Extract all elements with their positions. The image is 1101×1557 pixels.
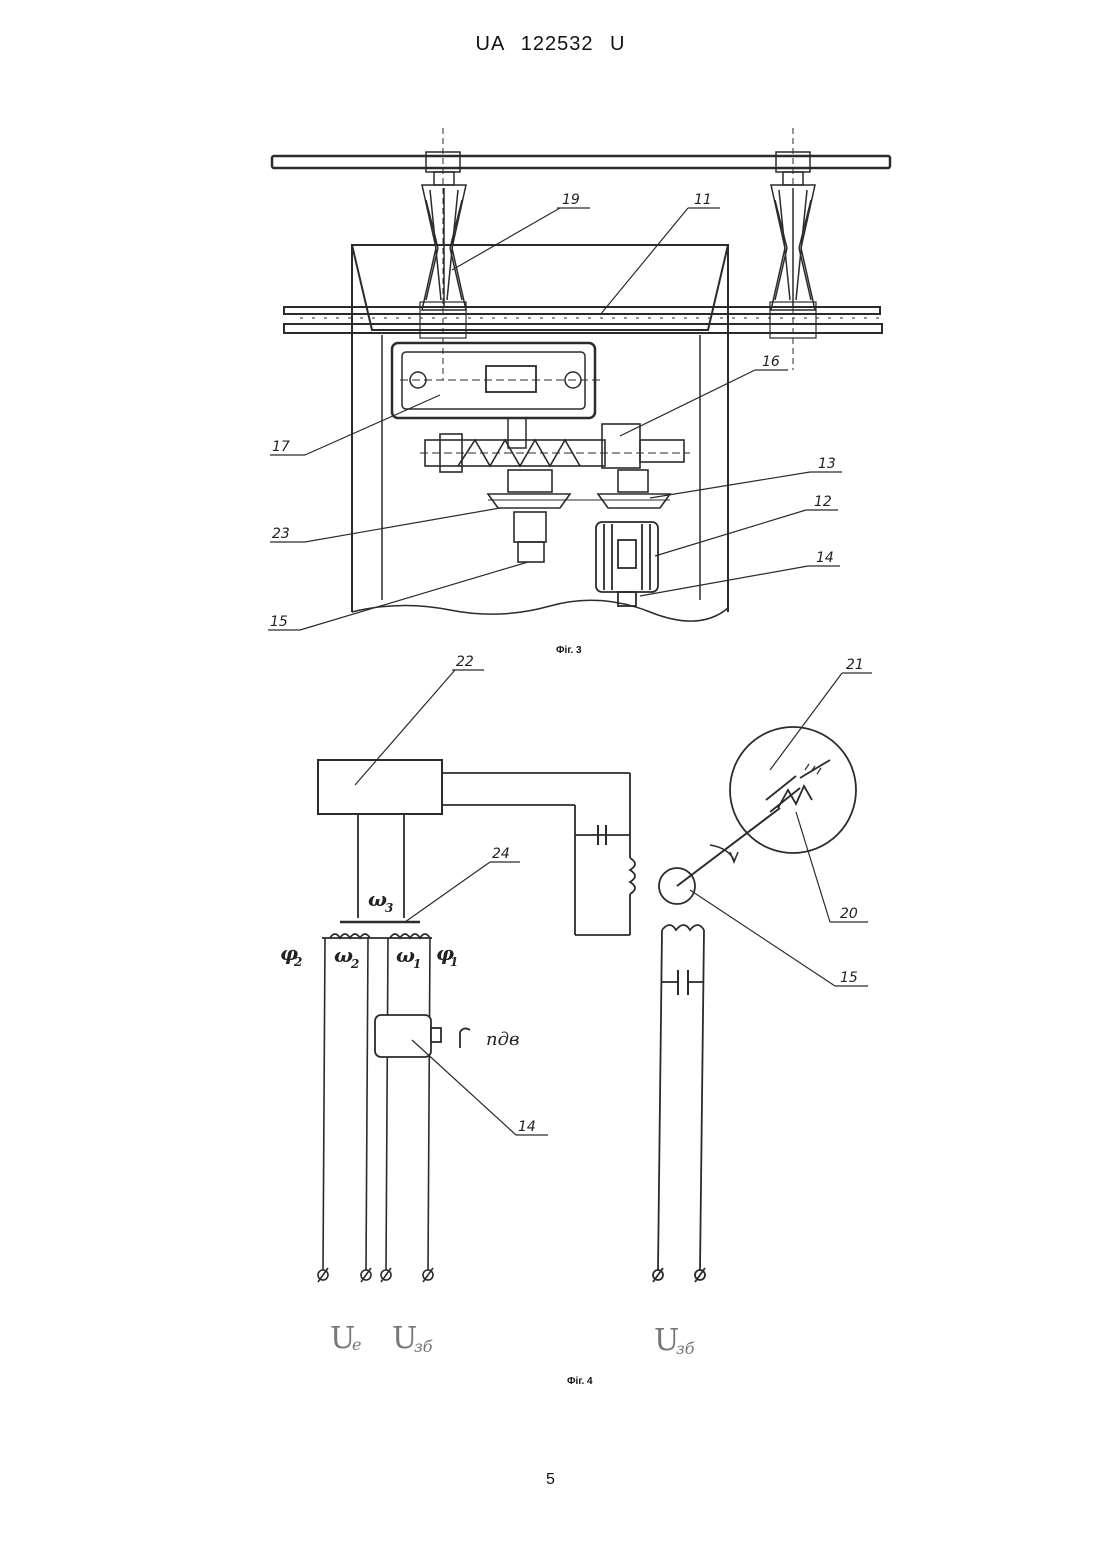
ref-17: 17 xyxy=(272,439,290,455)
symbol-motor-speed: nдв xyxy=(486,1029,519,1050)
figure-4-caption: Фіг. 4 xyxy=(567,1376,593,1387)
guide-rails xyxy=(284,302,882,338)
ref-11: 11 xyxy=(694,192,712,208)
voltage-uzb-sub: зб xyxy=(414,1337,433,1356)
page-number: 5 xyxy=(0,1471,1101,1489)
terminals-left xyxy=(318,1268,433,1282)
figure-4-leader-lines xyxy=(355,670,872,1135)
motor-14-symbol xyxy=(375,1015,470,1057)
ref-14: 14 xyxy=(816,550,834,566)
ref-22: 22 xyxy=(456,654,474,670)
ref-20: 20 xyxy=(840,906,858,922)
ref-15: 15 xyxy=(270,614,288,630)
screw-shaft xyxy=(420,424,690,472)
ref-15-fig4: 15 xyxy=(840,970,858,986)
gearbox xyxy=(392,343,600,448)
figure-3-caption: Фіг. 3 xyxy=(556,645,582,656)
ref-16: 16 xyxy=(762,354,780,370)
symbol-phi2-sub: 2 xyxy=(293,955,302,969)
ref-12: 12 xyxy=(814,494,832,510)
ref-21: 21 xyxy=(846,657,864,673)
ref-14-fig4: 14 xyxy=(518,1119,536,1135)
detail-circle-21 xyxy=(677,727,856,886)
voltage-ue-sub: e xyxy=(352,1335,361,1354)
sensor-circuit xyxy=(653,845,738,1282)
windings-w2-w1 xyxy=(322,934,432,938)
brush-roller-right xyxy=(771,172,815,310)
electric-motor xyxy=(596,522,658,606)
ref-19: 19 xyxy=(562,192,580,208)
ref-23: 23 xyxy=(272,526,290,542)
supply-wires xyxy=(323,938,430,1270)
ref-13: 13 xyxy=(818,456,836,472)
symbol-w1-sub: 1 xyxy=(413,957,421,971)
brush-roller-left xyxy=(422,172,466,310)
machine-housing xyxy=(352,245,728,621)
symbol-w2-sub: 2 xyxy=(350,957,359,971)
ref-24: 24 xyxy=(492,846,510,862)
control-block-22 xyxy=(318,760,635,935)
symbol-w3-sub: 3 xyxy=(385,901,393,915)
voltage-uzb-sensor-sub: зб xyxy=(676,1339,695,1358)
symbol-phi1-sub: 1 xyxy=(450,955,458,969)
